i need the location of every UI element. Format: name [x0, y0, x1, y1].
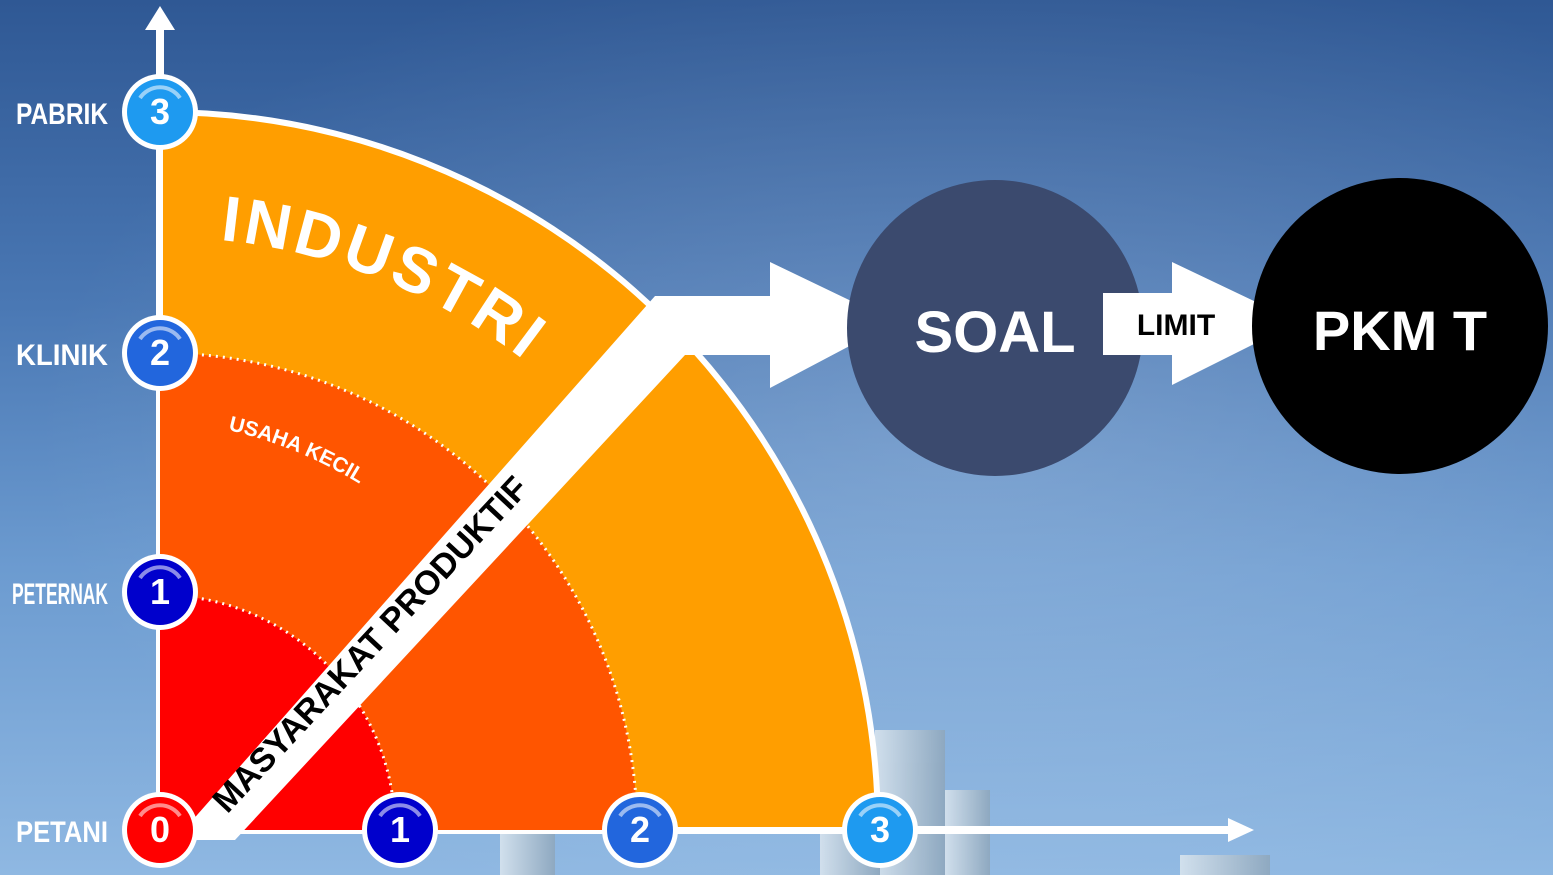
- y-level-badge-0-number: 0: [150, 809, 170, 850]
- y-axis-label-2: KLINIK: [16, 339, 108, 372]
- x-level-badge-3-gloss: [858, 803, 902, 818]
- y-level-badge-1-number: 1: [150, 571, 170, 612]
- y-axis-label-3: PABRIK: [16, 98, 108, 131]
- y-level-badge-1: 1: [122, 554, 198, 630]
- limit-label: LIMIT: [1137, 309, 1215, 342]
- y-level-badge-3: 3: [122, 74, 198, 150]
- y-axis-label-0: PETANI: [16, 816, 108, 849]
- x-axis-arrowhead: [1228, 818, 1254, 842]
- x-level-badge-1: 1: [362, 792, 438, 868]
- x-level-badge-2-number: 2: [630, 809, 650, 850]
- produktif-arrow-shape: [175, 262, 895, 840]
- soal-label: SOAL: [914, 300, 1075, 365]
- y-level-badge-2-number: 2: [150, 332, 170, 373]
- x-level-badge-3: 3: [842, 792, 918, 868]
- x-axis-levels: 1 2 3: [362, 792, 918, 868]
- x-level-badge-3-number: 3: [870, 809, 890, 850]
- band-inner: [160, 595, 395, 830]
- x-level-badge-1-number: 1: [390, 809, 410, 850]
- y-level-badge-0-gloss: [138, 803, 182, 818]
- y-level-badge-2-gloss: [138, 326, 182, 341]
- x-level-badge-2: 2: [602, 792, 678, 868]
- limit-arrow: [1103, 262, 1298, 385]
- y-axis-arrowhead: [145, 6, 175, 30]
- y-axis-levels: 0 1 2 3: [122, 74, 198, 868]
- pkm-circle: [1252, 178, 1548, 474]
- y-level-badge-3-number: 3: [150, 91, 170, 132]
- y-axis-labels: PETANI PETERNAK KLINIK PABRIK: [12, 98, 108, 849]
- y-level-badge-3-gloss: [138, 85, 182, 100]
- band-divider-outer: [159, 351, 639, 831]
- pkm-label: PKM T: [1313, 299, 1487, 362]
- y-level-badge-1-gloss: [138, 565, 182, 580]
- x-level-badge-2-gloss: [618, 803, 662, 818]
- flow-sequence: SOAL LIMIT PKM T: [847, 178, 1548, 476]
- y-level-badge-2: 2: [122, 315, 198, 391]
- x-level-badge-1-gloss: [378, 803, 422, 818]
- y-axis-label-1: PETERNAK: [12, 578, 108, 611]
- y-level-badge-0: 0: [122, 792, 198, 868]
- soal-circle: [847, 180, 1143, 476]
- band-divider-inner: [159, 593, 397, 831]
